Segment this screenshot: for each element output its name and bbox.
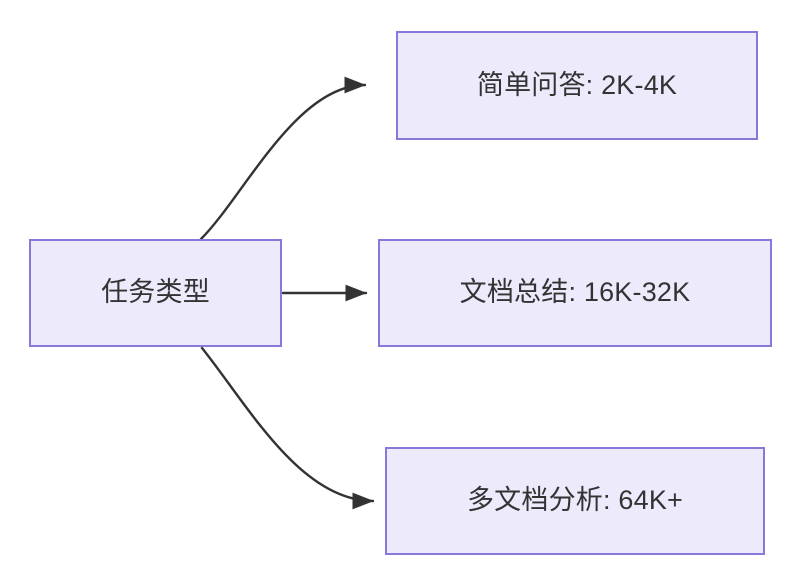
- node-simple-qa[interactable]: 简单问答: 2K-4K: [396, 31, 758, 140]
- node-doc-summary[interactable]: 文档总结: 16K-32K: [378, 239, 772, 347]
- node-label: 任务类型: [101, 277, 210, 308]
- edge-root-simple-qa: [199, 76, 367, 241]
- node-multi-doc-analysis[interactable]: 多文档分析: 64K+: [385, 447, 765, 555]
- node-label: 简单问答: 2K-4K: [476, 69, 678, 100]
- node-task-type[interactable]: 任务类型: [29, 239, 282, 347]
- edge-root-multi-doc: [200, 346, 375, 510]
- node-label: 文档总结: 16K-32K: [459, 277, 691, 308]
- node-label: 多文档分析: 64K+: [466, 485, 683, 516]
